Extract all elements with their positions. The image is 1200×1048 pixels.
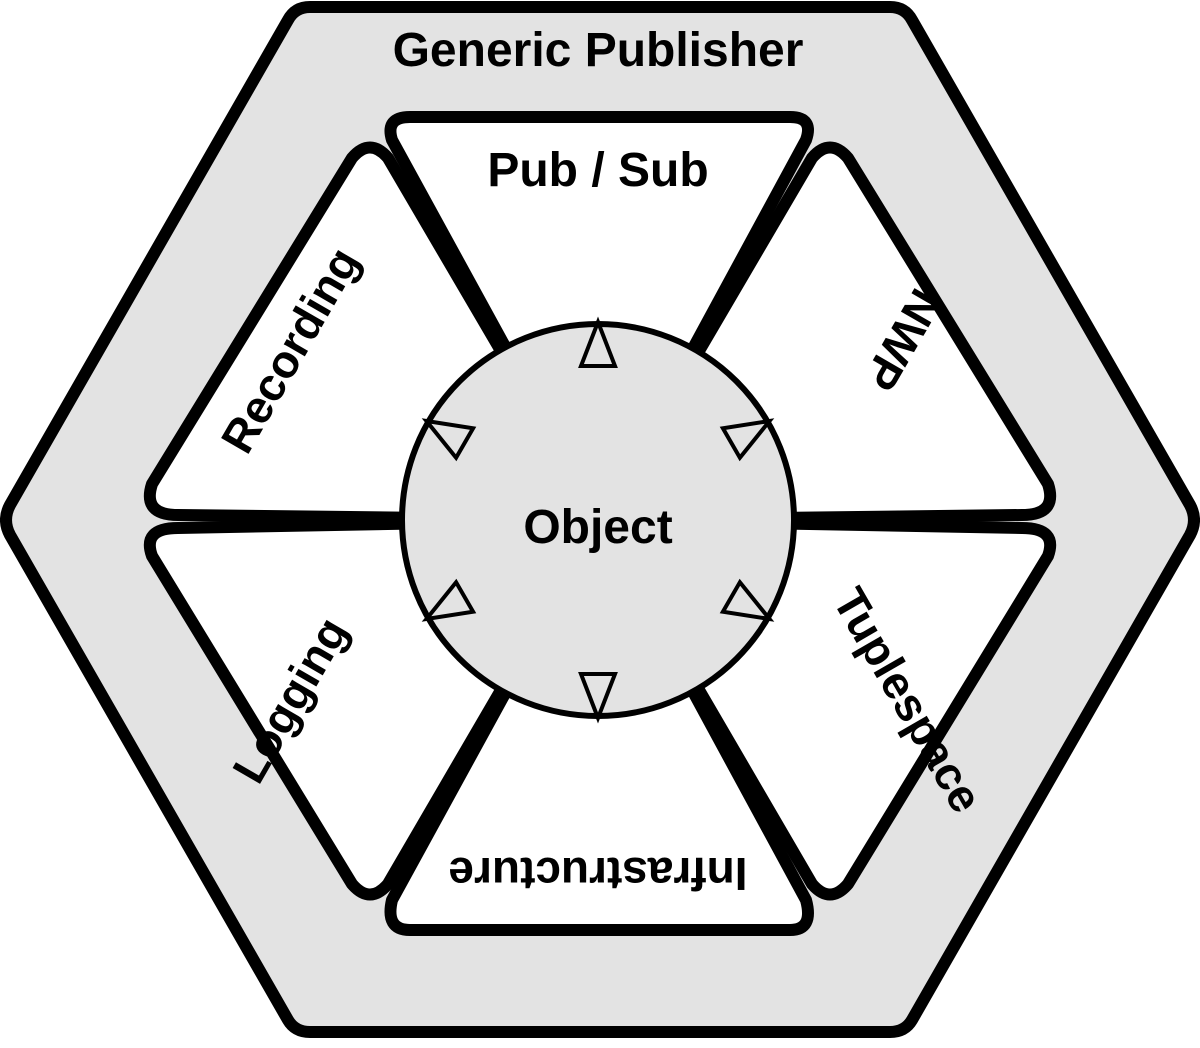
segment-label-pub-sub: Pub / Sub xyxy=(487,144,708,197)
port-triangle-bottom xyxy=(578,672,618,724)
segment-infrastructure xyxy=(384,514,814,936)
port-triangle-top xyxy=(578,316,618,368)
object-label: Object xyxy=(523,501,672,554)
port-triangle-lower-left xyxy=(421,578,477,622)
port-triangle-lower-right xyxy=(719,578,775,622)
port-triangle-upper-left xyxy=(421,418,477,462)
segment-pub-sub xyxy=(384,111,814,526)
diagram-title: Generic Publisher xyxy=(393,24,804,77)
segment-label-infrastructure: Infrastructure xyxy=(448,848,747,900)
port-triangle-upper-right xyxy=(719,418,775,462)
port-markers xyxy=(421,316,775,724)
